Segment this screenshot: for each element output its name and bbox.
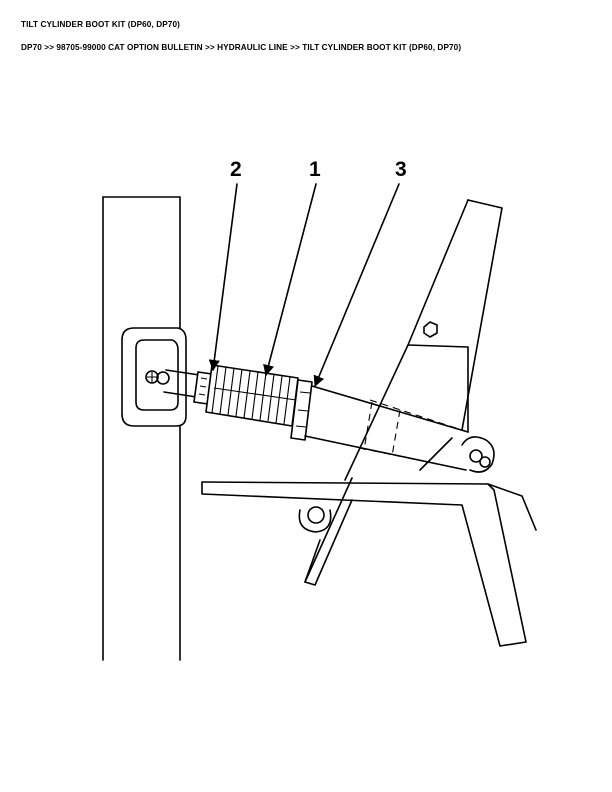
callout-number: 1 [309, 158, 321, 181]
callout-number: 3 [395, 158, 407, 181]
floor-plate [201, 481, 537, 647]
leader-arrow [263, 183, 317, 377]
cylinder-barrel [304, 385, 469, 471]
callout-number: 2 [230, 158, 242, 181]
mast-upright [102, 196, 181, 661]
bellows-boot [205, 364, 299, 427]
breadcrumb: DP70 >> 98705-99000 CAT OPTION BULLETIN … [21, 43, 462, 52]
leader-arrow [313, 183, 400, 388]
leader-arrow [208, 183, 238, 372]
tilt-frame [304, 199, 503, 586]
cylinder-pin [461, 436, 495, 473]
mast-bracket [121, 327, 187, 427]
boot-clamp-right [290, 379, 313, 441]
page-title: TILT CYLINDER BOOT KIT (DP60, DP70) [21, 20, 180, 29]
